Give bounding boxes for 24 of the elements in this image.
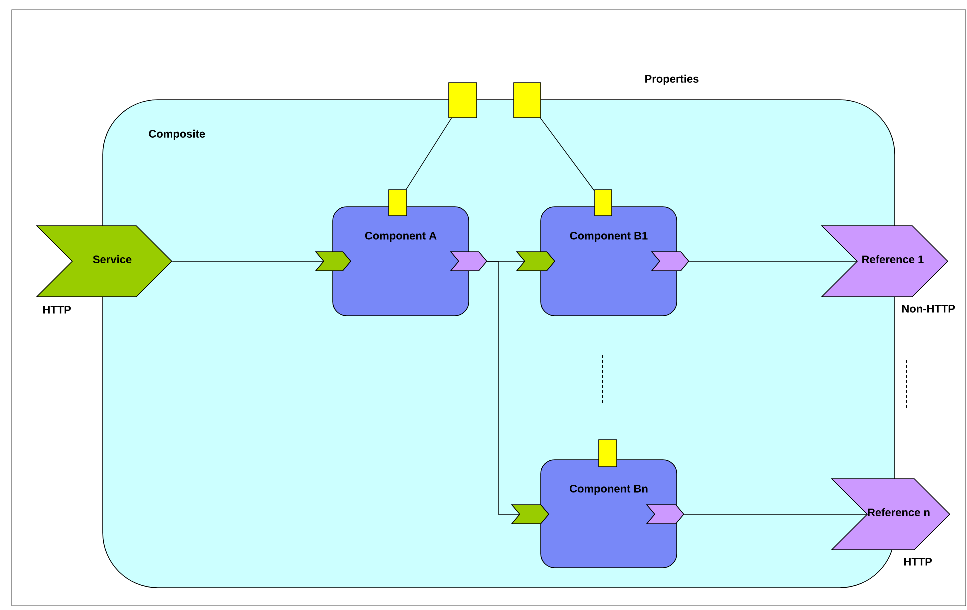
connector-line	[487, 261, 520, 515]
port-tab	[516, 252, 556, 272]
port-tab	[450, 252, 488, 272]
property-box	[598, 440, 618, 468]
connector-line	[540, 118, 595, 192]
property-box	[594, 190, 612, 216]
property-box	[388, 190, 408, 216]
port-tab	[651, 252, 690, 272]
connector-line	[689, 261, 858, 262]
properties-label: Properties	[646, 74, 699, 86]
property-box	[514, 82, 542, 118]
port-tab	[511, 504, 550, 524]
protocol-label: HTTP	[904, 558, 932, 566]
connector-line	[684, 514, 868, 515]
property-box	[448, 82, 478, 118]
port-tab	[315, 252, 352, 272]
port-tab	[646, 504, 685, 524]
component-box: Component B1	[540, 206, 678, 316]
protocol-label: HTTP	[43, 306, 72, 314]
connector-line	[172, 261, 324, 262]
connector-line	[406, 118, 452, 190]
component-box: Component Bn	[540, 460, 678, 568]
component-box: Component A	[332, 206, 470, 316]
protocol-label: Non-HTTP	[902, 305, 956, 313]
